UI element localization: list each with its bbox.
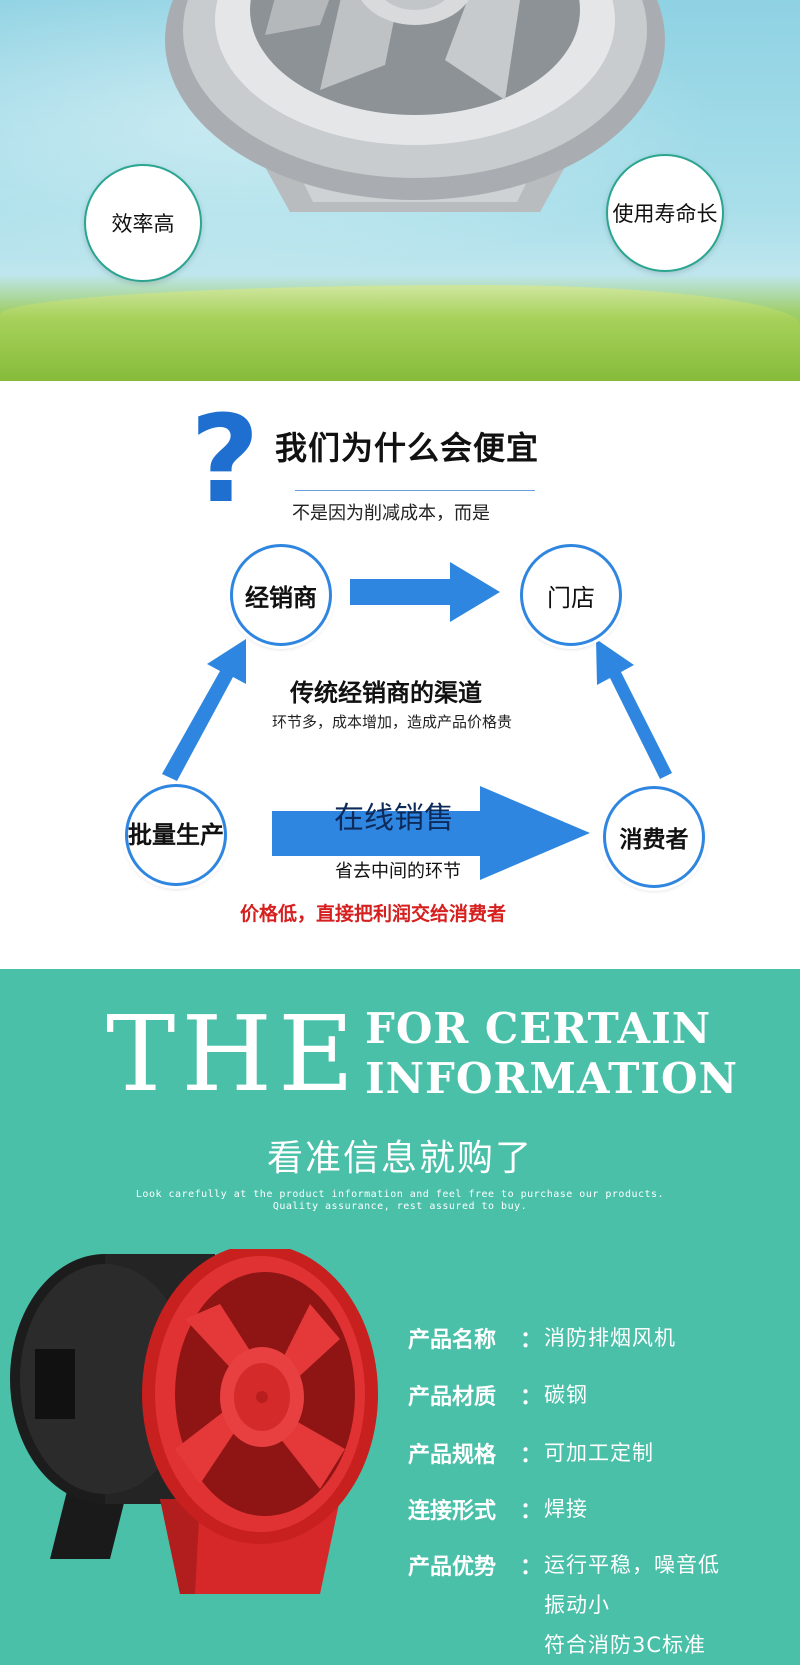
spec-value: 振动小 — [544, 1593, 610, 1617]
flow-arrows — [162, 562, 672, 880]
spec-label: 产品材质 — [408, 1385, 497, 1410]
feature-bubble-efficiency: 效率高 — [84, 164, 202, 282]
node-label: 消费者 — [619, 827, 689, 853]
spec-value: 可加工定制 — [544, 1441, 654, 1465]
spec-colon: ： — [520, 1499, 543, 1524]
spec-value: 符合消防3C标准 — [544, 1633, 707, 1657]
node-store: 门店 — [520, 544, 622, 646]
heading-line2: INFORMATION — [365, 1054, 739, 1103]
section-subtitle: 不是因为削减成本，而是 — [292, 503, 490, 524]
feature-label: 使用寿命长 — [612, 202, 718, 226]
channel-title: 传统经销商的渠道 — [290, 679, 482, 707]
node-consumer: 消费者 — [603, 786, 705, 888]
hero-banner: 效率高 使用寿命长 — [0, 0, 800, 381]
node-mass-production: 批量 生产 — [125, 784, 227, 886]
divider — [295, 490, 535, 491]
spec-value: 焊接 — [544, 1497, 588, 1521]
spec-colon: ： — [520, 1443, 543, 1468]
gray-fan-image — [165, 0, 665, 212]
spec-value: 运行平稳，噪音低 — [544, 1553, 720, 1577]
online-sales-title: 在线销售 — [334, 801, 454, 836]
chinese-heading: 看准信息就购了 — [266, 1138, 533, 1179]
question-mark-icon: ? — [190, 391, 260, 530]
online-sales-subtitle: 省去中间的环节 — [335, 861, 461, 882]
heading-line1: FOR CERTAIN — [365, 1004, 712, 1053]
why-cheap-section: ? 我们为什么会便宜 不是因为削减成本，而是 经销商 门店 批量 生产 消费者 … — [0, 381, 800, 969]
spec-label: 产品名称 — [408, 1328, 497, 1353]
spec-colon: ： — [520, 1328, 543, 1353]
spec-value: 消防排烟风机 — [544, 1326, 676, 1350]
feature-label: 效率高 — [111, 212, 175, 236]
spec-label: 产品优势 — [408, 1555, 497, 1580]
spec-colon: ： — [520, 1555, 543, 1580]
red-smoke-exhaust-fan-image — [10, 1249, 378, 1594]
node-label-line2: 生产 — [176, 821, 224, 849]
spec-label: 连接形式 — [408, 1499, 497, 1524]
english-tagline-1: Look carefully at the product informatio… — [135, 1189, 665, 1200]
english-tagline-2: Quality assurance, rest assured to buy. — [272, 1201, 528, 1212]
big-heading-the: THE — [106, 993, 360, 1115]
node-dealer: 经销商 — [230, 544, 332, 646]
node-label-line1: 批量 — [128, 821, 176, 849]
section-title: 我们为什么会便宜 — [275, 429, 540, 467]
node-label: 经销商 — [245, 583, 317, 612]
channel-subtitle: 环节多，成本增加，造成产品价格贵 — [272, 713, 513, 731]
product-info-section: THE FOR CERTAIN INFORMATION 看准信息就购了 Look… — [0, 969, 800, 1665]
feature-bubble-lifespan: 使用寿命长 — [606, 154, 724, 272]
conclusion-text: 价格低，直接把利润交给消费者 — [240, 903, 507, 925]
node-label: 门店 — [547, 583, 595, 612]
spec-label: 产品规格 — [408, 1443, 497, 1468]
grass-background — [0, 285, 800, 381]
spec-colon: ： — [520, 1385, 543, 1410]
spec-value: 碳钢 — [544, 1383, 588, 1407]
